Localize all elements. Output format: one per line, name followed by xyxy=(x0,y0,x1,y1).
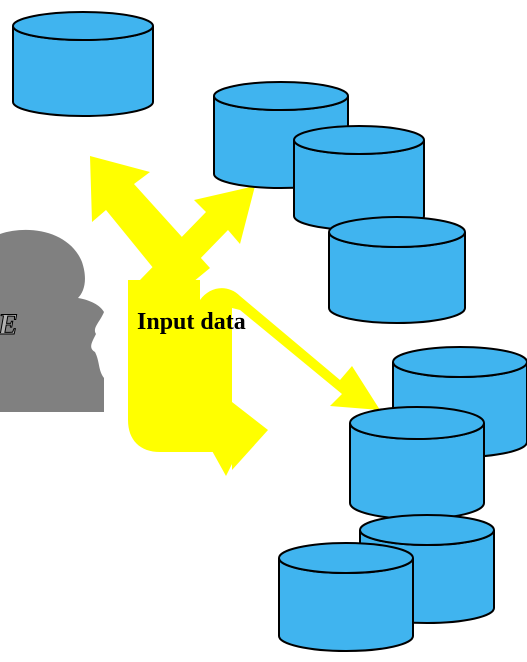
database-top xyxy=(293,125,425,155)
arrow-northeast xyxy=(140,186,255,300)
database-top xyxy=(328,216,466,248)
database-top xyxy=(12,11,154,41)
arrow-branch-down xyxy=(182,300,244,476)
database-top xyxy=(349,406,485,440)
person-head-silhouette: E xyxy=(0,229,104,412)
database-top xyxy=(359,514,495,546)
head-shape xyxy=(0,229,104,412)
head-letter: E xyxy=(0,308,18,341)
database-icon xyxy=(349,406,485,520)
arrow-southeast xyxy=(200,288,380,410)
database-group xyxy=(12,11,527,652)
database-top xyxy=(392,346,527,378)
database-icon xyxy=(328,216,466,324)
database-top xyxy=(213,81,349,111)
input-data-label: Input data xyxy=(137,309,246,335)
database-icon xyxy=(278,542,414,652)
database-top xyxy=(278,542,414,574)
database-icon xyxy=(293,125,425,231)
database-icon xyxy=(12,11,154,117)
yellow-arrows xyxy=(90,156,380,476)
